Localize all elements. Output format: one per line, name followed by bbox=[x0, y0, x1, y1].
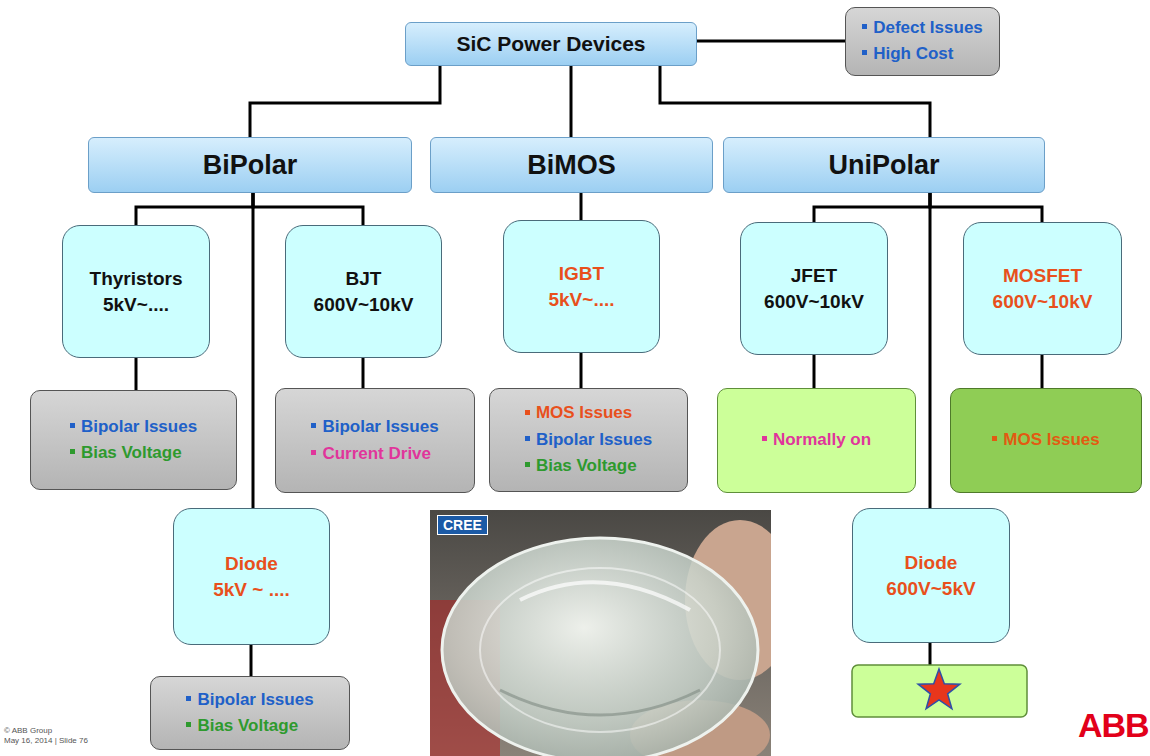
device-box: MOSFET 600V~10kV bbox=[963, 222, 1122, 355]
node-text: SiC Power Devices bbox=[456, 32, 645, 56]
node-text: MOS Issues bbox=[525, 400, 632, 426]
text-group: Thyristors 5kV~.... bbox=[76, 266, 196, 317]
node-text: IGBT 5kV~.... bbox=[527, 261, 637, 312]
node-text: BJT 600V~10kV bbox=[304, 266, 424, 317]
star-box bbox=[852, 665, 1027, 717]
text-group: Bipolar IssuesBias Voltage bbox=[70, 414, 197, 467]
text-group: Bipolar IssuesCurrent Drive bbox=[311, 414, 438, 467]
node-text: Defect Issues bbox=[862, 15, 983, 41]
text-group: BiMOS bbox=[527, 150, 616, 181]
tree-connector bbox=[362, 358, 365, 388]
node-text: MOS Issues bbox=[992, 427, 1099, 453]
text-group: Bipolar IssuesBias Voltage bbox=[186, 687, 313, 740]
device-box: Diode 600V~5kV bbox=[852, 508, 1010, 643]
issue-box: Defect IssuesHigh Cost bbox=[845, 7, 1000, 76]
tree-connector bbox=[136, 193, 253, 225]
logo-text: ABB bbox=[1078, 706, 1149, 745]
tree-connector bbox=[930, 193, 1042, 222]
text-group: MOSFET 600V~10kV bbox=[983, 263, 1103, 314]
tree-line bbox=[929, 643, 932, 665]
node-text: Diode 600V~5kV bbox=[881, 550, 981, 601]
node-text: High Cost bbox=[862, 41, 953, 67]
issue-box: Normally on bbox=[717, 388, 916, 493]
text-group: JFET 600V~10kV bbox=[754, 263, 874, 314]
category-box: BiPolar bbox=[88, 137, 412, 193]
node-text: Bipolar Issues bbox=[70, 414, 197, 440]
text-group: BiPolar bbox=[203, 150, 298, 181]
node-text: MOSFET 600V~10kV bbox=[983, 263, 1103, 314]
category-box: BiMOS bbox=[430, 137, 713, 193]
issue-box: Bipolar IssuesBias Voltage bbox=[150, 676, 350, 750]
node-text: BiPolar bbox=[203, 150, 298, 181]
tree-connector bbox=[250, 66, 440, 137]
star-symbol bbox=[918, 669, 960, 709]
root-box: SiC Power Devices bbox=[405, 22, 697, 66]
tree-connector bbox=[253, 193, 363, 225]
node-text: Thyristors 5kV~.... bbox=[76, 266, 196, 317]
tree-connector bbox=[1041, 355, 1044, 388]
device-box: IGBT 5kV~.... bbox=[503, 220, 660, 353]
wafer-photo bbox=[430, 510, 771, 756]
tree-connector bbox=[660, 66, 930, 137]
text-group: Normally on bbox=[762, 427, 871, 453]
issue-box: MOS IssuesBipolar IssuesBias Voltage bbox=[489, 388, 688, 492]
device-box: Diode 5kV ~ .... bbox=[173, 508, 330, 645]
tree-connector bbox=[135, 358, 138, 390]
node-text: Diode 5kV ~ .... bbox=[210, 551, 294, 602]
node-text: JFET 600V~10kV bbox=[754, 263, 874, 314]
device-box: BJT 600V~10kV bbox=[285, 225, 442, 358]
text-group: Defect IssuesHigh Cost bbox=[862, 15, 983, 68]
text-group: MOS Issues bbox=[992, 427, 1099, 453]
node-text: Bias Voltage bbox=[186, 713, 298, 739]
tree-connector bbox=[570, 66, 573, 137]
node-text: BiMOS bbox=[527, 150, 616, 181]
node-text: Bipolar Issues bbox=[525, 427, 652, 453]
footer-text: © ABB Group bbox=[4, 726, 52, 735]
device-box: JFET 600V~10kV bbox=[740, 222, 888, 355]
tree-connector bbox=[929, 193, 932, 508]
text-group: IGBT 5kV~.... bbox=[527, 261, 637, 312]
tree-connector bbox=[697, 40, 845, 43]
wafer-disc bbox=[442, 538, 758, 756]
node-text: UniPolar bbox=[828, 150, 939, 181]
category-box: UniPolar bbox=[723, 137, 1045, 193]
device-box: Thyristors 5kV~.... bbox=[62, 225, 210, 358]
node-text: Bipolar Issues bbox=[186, 687, 313, 713]
node-text: Bias Voltage bbox=[70, 440, 182, 466]
issue-box: MOS Issues bbox=[950, 388, 1142, 493]
text-group: BJT 600V~10kV bbox=[304, 266, 424, 317]
wafer-reflection bbox=[480, 568, 720, 732]
text-group: SiC Power Devices bbox=[456, 32, 645, 56]
issue-box: Bipolar IssuesCurrent Drive bbox=[275, 388, 475, 493]
node-text: Bias Voltage bbox=[525, 453, 637, 479]
wafer-highlight bbox=[520, 582, 690, 610]
issue-box: Bipolar IssuesBias Voltage bbox=[30, 390, 237, 490]
node-text: Normally on bbox=[762, 427, 871, 453]
node-text: Bipolar Issues bbox=[311, 414, 438, 440]
text-group: Diode 600V~5kV bbox=[881, 550, 981, 601]
text-group: Diode 5kV ~ .... bbox=[210, 551, 294, 602]
tree-connector bbox=[814, 193, 930, 222]
tree-connector bbox=[580, 193, 583, 220]
text-group: MOS IssuesBipolar IssuesBias Voltage bbox=[525, 400, 652, 479]
tree-connector bbox=[813, 355, 816, 388]
tree-connector bbox=[580, 353, 583, 388]
tree-connector bbox=[252, 193, 255, 508]
wafer-shadow bbox=[500, 690, 700, 715]
text-group: UniPolar bbox=[828, 150, 939, 181]
logo-text: CREE bbox=[437, 515, 488, 535]
node-text: Current Drive bbox=[311, 441, 431, 467]
footer-text: May 16, 2014 | Slide 76 bbox=[4, 736, 88, 745]
tree-connector bbox=[250, 645, 253, 676]
